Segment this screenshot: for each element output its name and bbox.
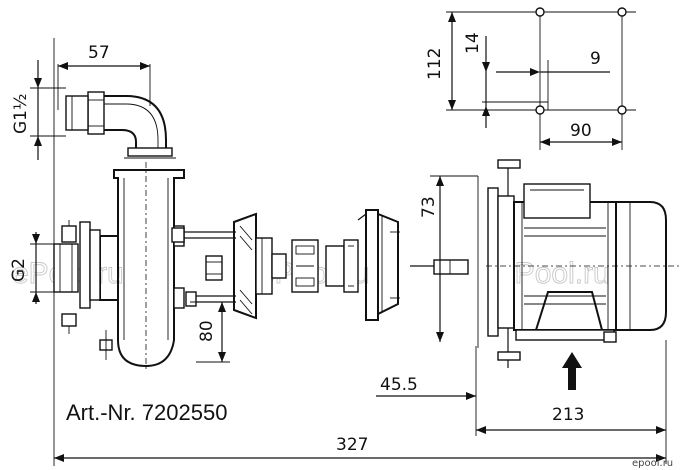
dim-g2: G2 xyxy=(9,258,29,282)
dim-45-5: 45.5 xyxy=(380,375,418,395)
motor-shaft xyxy=(410,259,469,275)
dim-57: 57 xyxy=(88,43,110,63)
dim-9: 9 xyxy=(590,49,601,69)
mechanical-seal xyxy=(291,239,359,293)
pump-housing xyxy=(79,162,185,372)
dim-213: 213 xyxy=(552,405,584,425)
dim-73: 73 xyxy=(419,196,439,218)
article-number: Art.-Nr. 7202550 xyxy=(66,400,227,425)
dim-90: 90 xyxy=(570,121,592,141)
watermark-text: ePool.ru xyxy=(498,257,610,290)
dim-14: 14 xyxy=(463,32,483,54)
dim-80: 80 xyxy=(197,320,217,342)
seal-plate xyxy=(357,209,400,321)
impeller xyxy=(233,212,287,320)
dim-112: 112 xyxy=(425,48,445,80)
dim-g1-half: G1½ xyxy=(11,94,31,134)
dim-327: 327 xyxy=(336,435,368,455)
electric-motor xyxy=(477,159,680,390)
site-logo: epool.ru xyxy=(632,458,673,469)
outlet-elbow xyxy=(65,91,176,159)
dimension-lines xyxy=(30,7,667,466)
inlet-fitting xyxy=(53,220,79,334)
